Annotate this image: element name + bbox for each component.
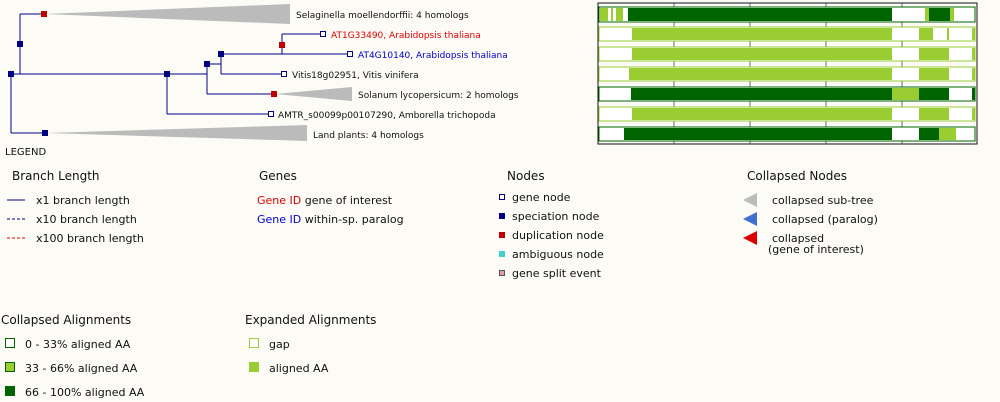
legend-item: gap [269, 338, 290, 351]
speciation-node[interactable] [42, 130, 48, 136]
collapsed-subtree-icon [743, 193, 757, 207]
gap-swatch [249, 338, 259, 348]
speciation-node[interactable] [8, 71, 14, 77]
legend-item: (gene of interest) [768, 243, 864, 256]
collapsed-subtree-triangle[interactable] [45, 4, 290, 24]
collapsed-interest-icon [743, 231, 757, 245]
gene-node[interactable] [320, 31, 326, 37]
collapsed-subtree-triangle[interactable] [46, 125, 307, 141]
gene-id-interest: Gene ID [257, 194, 302, 207]
legend-item: x10 branch length [36, 213, 137, 226]
legend-item: ambiguous node [512, 248, 604, 261]
collapsed-paralog-icon [743, 212, 757, 226]
legend-item: collapsed [772, 232, 825, 245]
legend-item: collapsed sub-tree [772, 194, 874, 207]
alignment-panel [597, 2, 978, 145]
legend-item: Gene ID within-sp. paralog [257, 213, 404, 226]
collapsed-node-swatches [743, 193, 757, 245]
genes-title: Genes [259, 169, 297, 183]
leaf-label[interactable]: AT4G10140, Arabidopsis thaliana [358, 51, 508, 61]
align-66-100-swatch [5, 386, 15, 396]
gene-node[interactable] [347, 51, 353, 57]
alignment-row[interactable] [598, 26, 976, 42]
leaf-label[interactable]: Selaginella moellendorffii: 4 homologs [296, 11, 469, 21]
leaf-label[interactable]: AT1G33490, Arabidopsis thaliana [331, 31, 481, 41]
collapsed-nodes-title: Collapsed Nodes [747, 169, 847, 183]
branch-length-title: Branch Length [12, 169, 100, 183]
legend-item: 33 - 66% aligned AA [25, 362, 138, 375]
nodes-title: Nodes [507, 169, 545, 183]
speciation-node[interactable] [17, 41, 23, 47]
aligned-aa-swatch [249, 362, 259, 372]
alignment-row[interactable] [598, 66, 976, 82]
alignment-row[interactable] [598, 126, 976, 142]
gene-desc: gene of interest [304, 194, 393, 207]
legend-item: x100 branch length [36, 232, 144, 245]
leaf-label[interactable]: AMTR_s00099p00107290, Amborella trichopo… [278, 111, 496, 121]
speciation-node[interactable] [218, 51, 224, 57]
alignment-row[interactable] [598, 86, 976, 102]
leaf-label[interactable]: Land plants: 4 homologs [313, 131, 424, 141]
legend-item: duplication node [512, 229, 604, 242]
legend-title: LEGEND [5, 147, 47, 158]
duplication-node[interactable] [271, 91, 277, 97]
alignment-row[interactable] [598, 106, 976, 122]
leaf-label[interactable]: Solanum lycopersicum: 2 homologs [358, 91, 519, 101]
speciation-node[interactable] [204, 61, 210, 67]
legend-item: 0 - 33% aligned AA [25, 338, 131, 351]
duplication-node[interactable] [41, 11, 47, 17]
legend-item: speciation node [512, 210, 600, 223]
collapsed-alignments-title: Collapsed Alignments [1, 313, 132, 327]
gene-node[interactable] [281, 71, 287, 77]
tree-branches [10, 13, 350, 134]
legend-item: x1 branch length [36, 194, 130, 207]
legend-item: 66 - 100% aligned AA [25, 386, 145, 399]
gene-tree: Selaginella moellendorffii: 4 homologs A… [8, 2, 978, 145]
alignment-row[interactable] [598, 6, 976, 23]
expanded-alignments-title: Expanded Alignments [245, 313, 377, 327]
speciation-node[interactable] [164, 71, 170, 77]
align-0-33-swatch [5, 338, 15, 348]
gene-split-swatch [499, 270, 505, 276]
gene-node-swatch [499, 194, 505, 200]
alignment-row[interactable] [598, 46, 976, 62]
gene-node[interactable] [268, 111, 274, 117]
legend-item: gene split event [512, 267, 601, 280]
speciation-node-swatch [499, 213, 505, 219]
legend-item: collapsed (paralog) [772, 213, 878, 226]
duplication-node[interactable] [279, 42, 285, 48]
legend-item: aligned AA [269, 362, 329, 375]
leaf-label[interactable]: Vitis18g02951, Vitis vinifera [292, 71, 419, 81]
collapsed-subtree-triangle[interactable] [275, 87, 352, 101]
align-33-66-swatch [5, 362, 15, 372]
gene-id-paralog: Gene ID [257, 213, 302, 226]
ambiguous-node-swatch [499, 251, 505, 257]
legend-item: gene node [512, 191, 571, 204]
duplication-node-swatch [499, 232, 505, 238]
legend-item: Gene ID gene of interest [257, 194, 392, 207]
gene-desc: within-sp. paralog [304, 213, 404, 226]
branch-length-swatches [7, 199, 25, 239]
